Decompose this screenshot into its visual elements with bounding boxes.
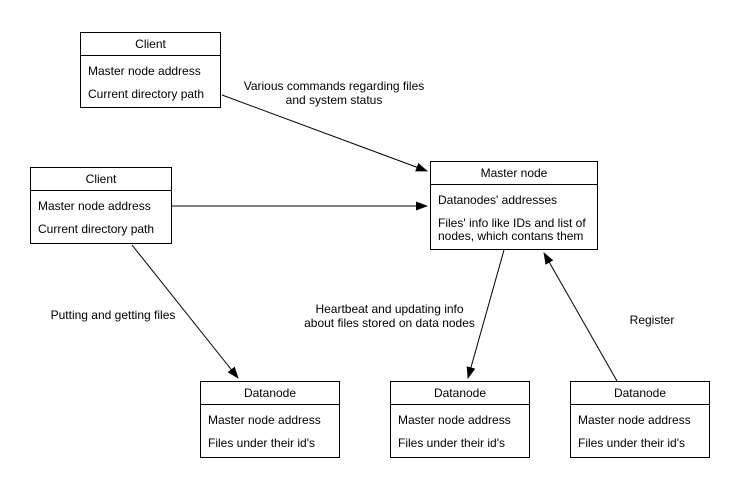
node-client-left: Client Master node address Current direc… bbox=[30, 167, 172, 244]
node-datanode-3-row-1: Master node address bbox=[578, 413, 691, 427]
edge-client-left-to-datanode-1 bbox=[131, 244, 239, 379]
node-master-body: Datanodes' addresses Files' info like ID… bbox=[431, 185, 597, 243]
node-datanode-3-row-2: Files under their id's bbox=[578, 436, 686, 450]
node-client-top-row-2: Current directory path bbox=[88, 87, 205, 101]
node-datanode-1-row-1: Master node address bbox=[208, 413, 321, 427]
node-datanode-3: Datanode Master node address Files under… bbox=[570, 381, 710, 458]
edge-datanode-3-to-master bbox=[543, 252, 618, 382]
node-datanode-2-row-2: Files under their id's bbox=[398, 436, 506, 450]
edge-client-top-to-master bbox=[221, 94, 428, 172]
node-client-top-body: Master node address Current directory pa… bbox=[81, 56, 220, 101]
node-datanode-3-title: Datanode bbox=[571, 382, 709, 405]
node-client-left-title: Client bbox=[31, 168, 171, 191]
node-datanode-2: Datanode Master node address Files under… bbox=[390, 381, 530, 458]
node-client-top-row-1: Master node address bbox=[88, 64, 201, 78]
node-client-left-row-2: Current directory path bbox=[38, 222, 155, 236]
edge-label-commands: Various commands regarding files and sys… bbox=[243, 79, 425, 107]
node-datanode-2-row-1: Master node address bbox=[398, 413, 511, 427]
node-client-top: Client Master node address Current direc… bbox=[80, 32, 221, 108]
node-datanode-1: Datanode Master node address Files under… bbox=[200, 381, 340, 458]
edge-master-to-datanode-2 bbox=[466, 249, 505, 379]
edge-label-heartbeat: Heartbeat and updating info about files … bbox=[304, 302, 475, 330]
node-master: Master node Datanodes' addresses Files' … bbox=[430, 161, 598, 250]
node-datanode-3-body: Master node address Files under their id… bbox=[571, 405, 709, 450]
node-datanode-1-title: Datanode bbox=[201, 382, 339, 405]
edge-label-register: Register bbox=[629, 313, 675, 327]
node-datanode-2-body: Master node address Files under their id… bbox=[391, 405, 529, 450]
edge-label-putting-getting-files: Putting and getting files bbox=[50, 308, 176, 322]
node-datanode-2-title: Datanode bbox=[391, 382, 529, 405]
node-client-top-title: Client bbox=[81, 33, 220, 56]
node-datanode-1-body: Master node address Files under their id… bbox=[201, 405, 339, 450]
node-client-left-body: Master node address Current directory pa… bbox=[31, 191, 171, 236]
node-master-title: Master node bbox=[431, 162, 597, 185]
node-master-row-1: Datanodes' addresses bbox=[438, 193, 558, 207]
node-datanode-1-row-2: Files under their id's bbox=[208, 436, 316, 450]
node-master-row-2: Files' info like IDs and list of nodes, … bbox=[438, 216, 586, 243]
node-client-left-row-1: Master node address bbox=[38, 199, 151, 213]
